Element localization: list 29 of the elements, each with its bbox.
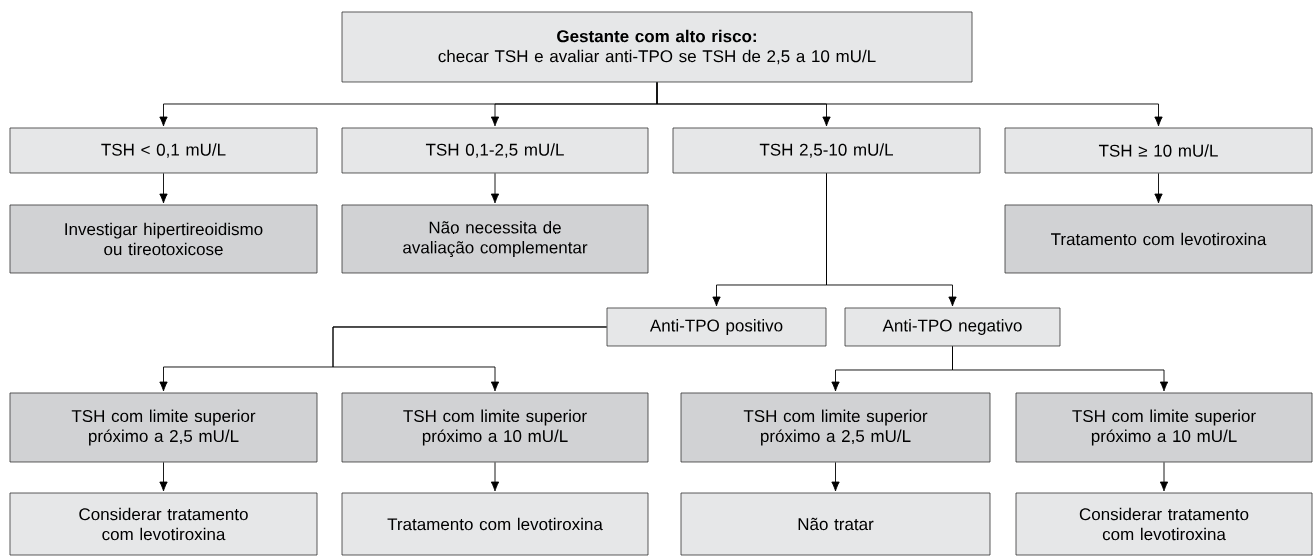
arrow [1154, 172, 1163, 204]
arrow [826, 172, 957, 307]
result-box: Não necessita de avaliação complementar [341, 204, 649, 274]
step-box: TSH < 0,1 mU/L [9, 127, 318, 174]
step-box: Considerar tratamento com levotiroxina [1015, 492, 1313, 556]
arrow [952, 345, 1169, 392]
result-box: TSH com limite superior próximo a 10 mU/L [341, 392, 649, 463]
arrow [159, 172, 168, 204]
step-box: Anti-TPO positivo [606, 307, 827, 347]
step-box: Anti-TPO negativo [844, 307, 1061, 347]
start-box: Gestante com alto risco: checar TSH e avaliar anti-TPO se TSH de 2,5 a 10 mU/L [341, 11, 973, 83]
arrow [159, 461, 168, 492]
step-box: TSH 0,1-2,5 mU/L [341, 127, 649, 174]
arrow [656, 81, 1163, 127]
result-box: TSH com limite superior próximo a 2,5 mU/L [680, 392, 991, 463]
result-box: Investigar hipertireoidismo ou tireotoxicose [9, 204, 318, 274]
arrow [332, 326, 608, 392]
arrow [490, 172, 500, 204]
result-box: Tratamento com levotiroxina [1004, 204, 1313, 274]
step-box: TSH ≥ 10 mU/L [1004, 127, 1313, 174]
step-box: Não tratar [680, 492, 991, 556]
arrow [1159, 461, 1169, 492]
result-box: TSH com limite superior próximo a 10 mU/L [1015, 392, 1313, 463]
step-box: TSH 2,5-10 mU/L [672, 127, 981, 174]
step-box: Tratamento com levotiroxina [341, 492, 649, 556]
arrow [831, 461, 840, 492]
result-box: TSH com limite superior próximo a 2,5 mU/L [9, 392, 318, 463]
step-box: Considerar tratamento com levotiroxina [9, 492, 318, 556]
arrow [490, 461, 500, 492]
